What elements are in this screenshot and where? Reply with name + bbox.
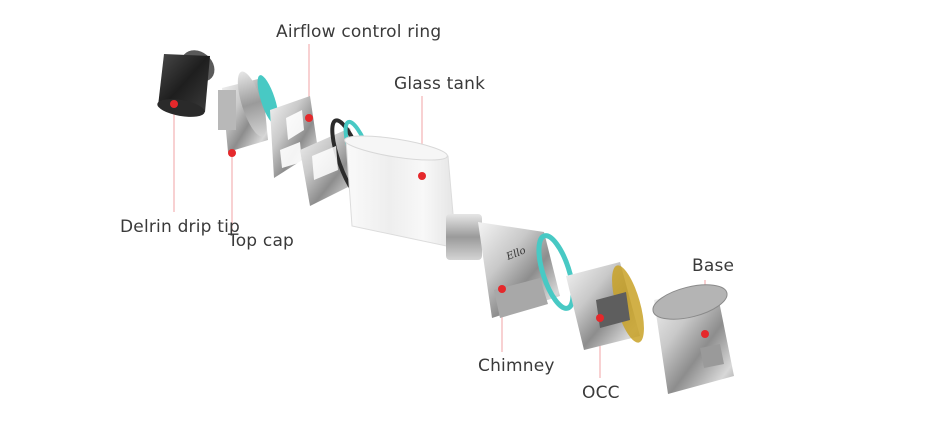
- marker-base: [701, 330, 709, 338]
- markers: [170, 100, 709, 338]
- occ-coil: [566, 262, 644, 350]
- marker-topcap: [228, 149, 236, 157]
- glass-tank: [344, 135, 457, 249]
- marker-airflow: [305, 114, 313, 122]
- label-base: Base: [692, 256, 735, 276]
- label-airflow-control-ring: Airflow control ring: [276, 22, 442, 42]
- marker-delrin: [170, 100, 178, 108]
- base: [652, 284, 734, 394]
- marker-chimney: [498, 285, 506, 293]
- chimney: Ello: [446, 214, 576, 318]
- label-top-cap: Top cap: [228, 231, 295, 251]
- label-glass-tank: Glass tank: [394, 74, 486, 94]
- label-occ: OCC: [582, 383, 620, 403]
- delrin-drip-tip: [157, 50, 215, 117]
- label-chimney: Chimney: [478, 356, 555, 376]
- marker-glass: [418, 172, 426, 180]
- marker-occ: [596, 314, 604, 322]
- label-delrin-drip-tip: Delrin drip tip: [120, 217, 241, 237]
